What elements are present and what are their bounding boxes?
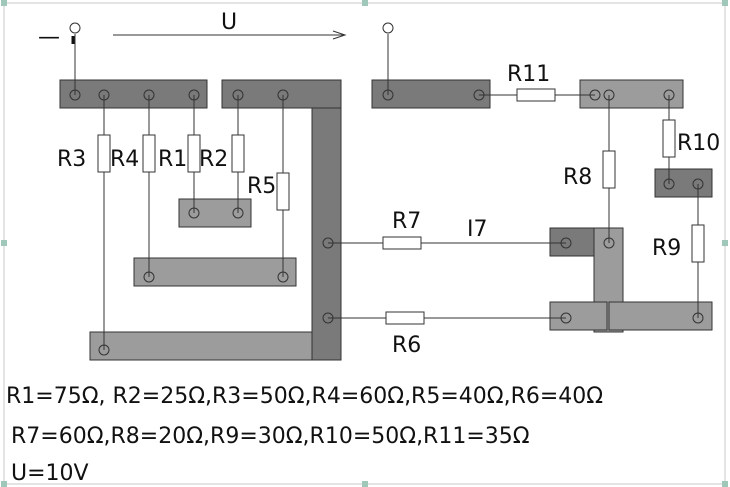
label-i7: I7 bbox=[467, 217, 488, 242]
resistor-bodies bbox=[97, 88, 705, 325]
label-r4: R4 bbox=[110, 147, 139, 172]
values-line-3: U=10V bbox=[11, 461, 89, 486]
resistor-r9 bbox=[691, 224, 705, 263]
label-r10: R10 bbox=[677, 131, 720, 156]
label-r9: R9 bbox=[652, 236, 681, 261]
bus-bar-right-top bbox=[371, 79, 491, 109]
bus-bar-bottom bbox=[89, 331, 313, 361]
label-r3: R3 bbox=[57, 147, 86, 172]
resistor-r6 bbox=[385, 311, 425, 325]
resistor-r5 bbox=[276, 172, 290, 211]
terminal-plus-icon bbox=[382, 22, 394, 34]
resistor-r4 bbox=[142, 134, 156, 173]
label-r8: R8 bbox=[563, 165, 592, 190]
resistor-r8 bbox=[602, 150, 616, 189]
resistor-r2 bbox=[231, 134, 245, 173]
bus-bar-r7-end bbox=[549, 227, 595, 257]
bus-bar-r1r2 bbox=[178, 198, 252, 228]
resistor-r7 bbox=[382, 236, 422, 250]
label-r7: R7 bbox=[392, 209, 421, 234]
bus-bar-far-right-top bbox=[579, 79, 684, 109]
voltage-label: U bbox=[221, 10, 237, 35]
label-r2: R2 bbox=[199, 147, 228, 172]
label-r6: R6 bbox=[392, 333, 421, 358]
bus-bar-bottom-right bbox=[608, 301, 713, 331]
bus-bar-r4r5 bbox=[133, 257, 297, 287]
bus-bar-r6-end bbox=[549, 301, 608, 331]
bus-bar-r10r9 bbox=[654, 168, 713, 198]
connection-nodes bbox=[69, 89, 704, 356]
resistor-r3 bbox=[97, 134, 111, 173]
bus-bar-left-top bbox=[59, 79, 208, 109]
label-r5: R5 bbox=[247, 174, 276, 199]
values-line-1: R1=75Ω, R2=25Ω,R3=50Ω,R4=60Ω,R5=40Ω,R6=4… bbox=[6, 384, 604, 409]
voltage-arrow-head bbox=[332, 30, 347, 40]
bus-bar-mid-top bbox=[221, 79, 342, 109]
resistor-r11 bbox=[516, 88, 556, 102]
minus-sign: — bbox=[38, 25, 60, 50]
resistor-r1 bbox=[187, 134, 201, 173]
label-r1: R1 bbox=[158, 147, 187, 172]
terminal-minus-icon bbox=[69, 22, 81, 34]
bus-bar-vertical bbox=[311, 107, 342, 361]
values-line-2: R7=60Ω,R8=20Ω,R9=30Ω,R10=50Ω,R11=35Ω bbox=[11, 424, 530, 449]
label-r11: R11 bbox=[507, 62, 550, 87]
resistor-r10 bbox=[662, 119, 676, 158]
